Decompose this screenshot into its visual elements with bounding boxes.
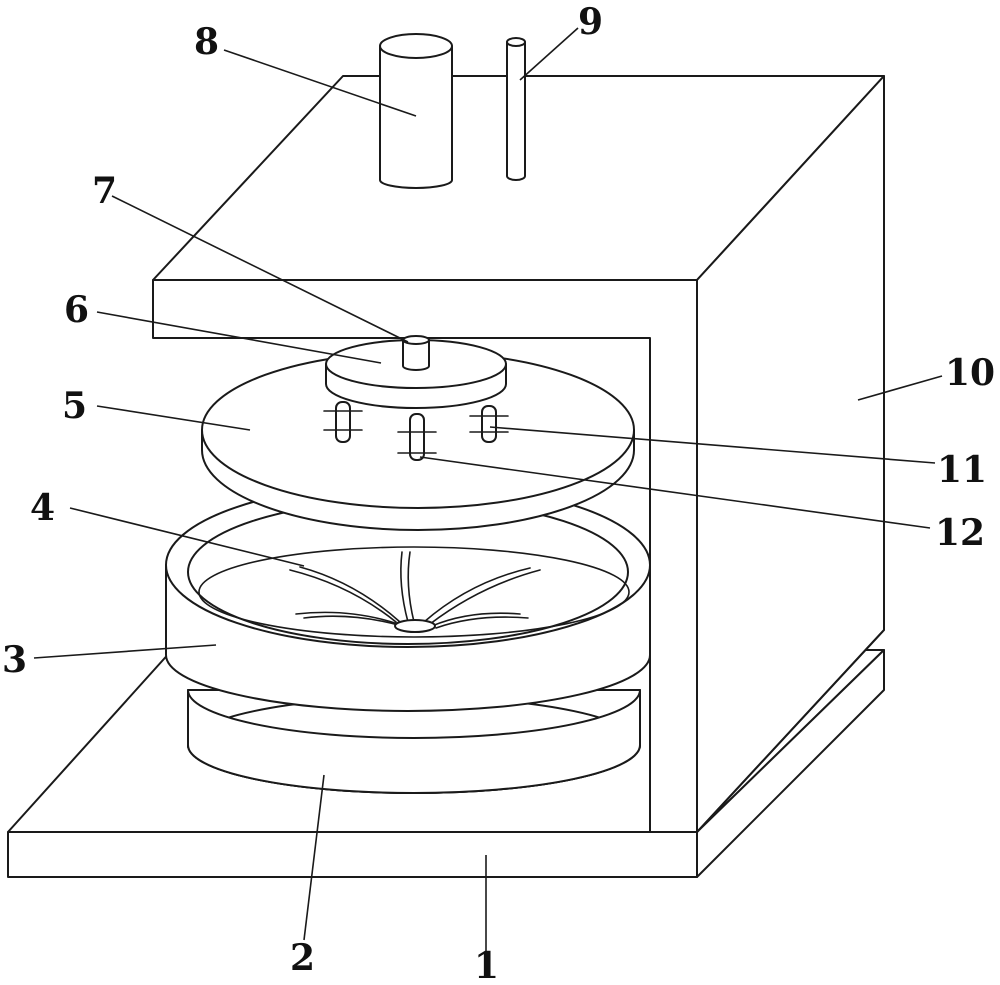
leader-2 xyxy=(303,774,325,941)
leader-12 xyxy=(419,456,931,529)
leader-11 xyxy=(489,426,936,464)
label-9: 9 xyxy=(578,1,603,43)
mixing-rods xyxy=(323,401,509,461)
label-2: 2 xyxy=(290,937,315,979)
label-5: 5 xyxy=(62,385,87,427)
leader-6 xyxy=(96,311,382,364)
leader-4 xyxy=(69,507,305,567)
leader-7 xyxy=(111,195,409,343)
rod-right xyxy=(469,405,509,443)
leader-9 xyxy=(519,27,579,81)
rod-center xyxy=(397,413,437,461)
leader-5 xyxy=(96,405,251,431)
leader-10 xyxy=(857,375,943,401)
leader-3 xyxy=(33,644,217,659)
label-12: 12 xyxy=(935,512,985,554)
inner-arms xyxy=(198,546,630,638)
rod-left xyxy=(323,401,363,443)
label-11: 11 xyxy=(937,449,987,491)
label-8: 8 xyxy=(194,21,219,63)
leader-8 xyxy=(223,49,417,117)
label-6: 6 xyxy=(64,289,89,331)
motor-cylinder xyxy=(379,33,453,189)
feed-pipe xyxy=(506,37,526,181)
frame-housing xyxy=(152,75,885,833)
label-4: 4 xyxy=(30,487,55,529)
label-3: 3 xyxy=(2,639,27,681)
label-7: 7 xyxy=(92,170,117,212)
leader-lines xyxy=(33,27,943,955)
shaft xyxy=(402,335,430,371)
lower-drum xyxy=(187,689,641,794)
label-10: 10 xyxy=(945,352,995,394)
label-1: 1 xyxy=(474,945,499,985)
